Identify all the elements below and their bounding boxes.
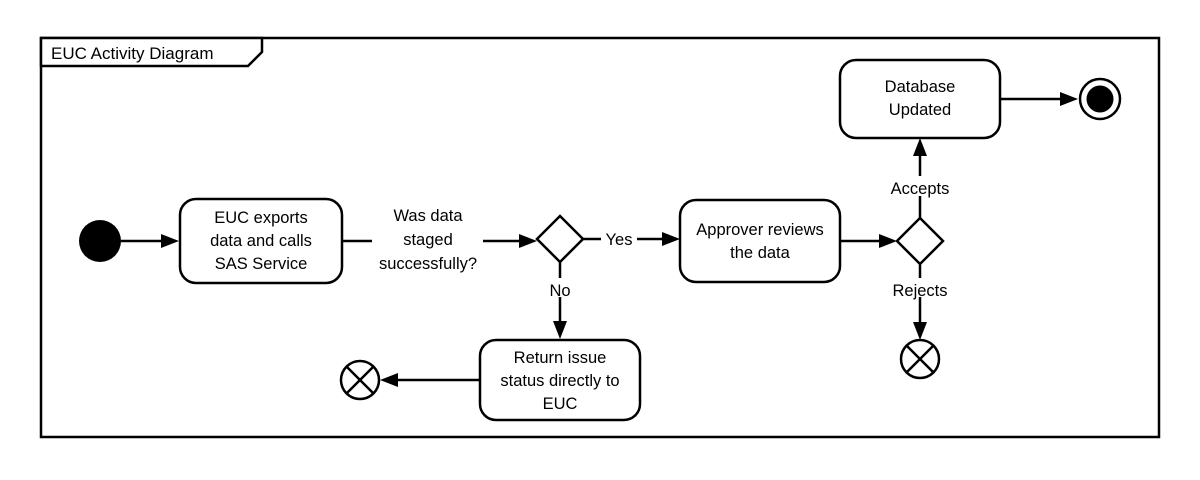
edge-label-yes: Yes — [606, 231, 633, 249]
decision-data-staged[interactable] — [535, 214, 585, 264]
action-database-updated[interactable]: Database Updated — [838, 58, 1002, 140]
action-euc-exports-line1: EUC exports — [214, 209, 308, 227]
edge-rejects: Rejects — [892, 264, 948, 340]
flow-final-right-x-stroke-b — [905, 344, 935, 374]
action-approver-reviews-shape[interactable] — [678, 198, 842, 284]
edge-label-no: No — [549, 282, 570, 300]
initial-node[interactable] — [79, 220, 121, 262]
activity-final-node[interactable] — [1078, 77, 1122, 121]
flow-final-left-x-stroke-b — [345, 365, 375, 395]
action-euc-exports-line2: data and calls — [210, 232, 312, 250]
edge-staged-yes: Yes — [583, 231, 680, 249]
edge-start-to-export — [121, 234, 179, 248]
edge-return-issue-to-flow-final — [380, 373, 480, 387]
action-euc-exports-line3: SAS Service — [215, 255, 308, 273]
action-approver-reviews-line1: Approver reviews — [696, 221, 823, 239]
frame-title-label: EUC Activity Diagram — [51, 44, 213, 63]
action-database-updated-shape[interactable] — [838, 58, 1002, 140]
action-database-updated-line2: Updated — [889, 101, 951, 119]
edge-export-to-staged-decision — [342, 234, 537, 248]
edge-label-was-data-staged-line1: Was data — [393, 207, 463, 225]
edge-approver-to-decision — [840, 234, 897, 248]
action-euc-exports[interactable]: EUC exports data and calls SAS Service — [178, 197, 344, 285]
action-return-issue-line3: EUC — [543, 395, 578, 413]
edge-label-was-data-staged-line2: staged — [403, 231, 453, 249]
flow-final-node-left[interactable] — [339, 359, 381, 401]
edge-accepts: Accepts — [891, 138, 950, 218]
flow-final-node-right[interactable] — [899, 338, 941, 380]
diagram-frame — [39, 36, 1161, 439]
action-database-updated-line1: Database — [885, 78, 956, 96]
edge-staged-no: No — [549, 262, 571, 339]
edge-label-was-data-staged: Was data staged successfully? — [379, 207, 477, 273]
action-approver-reviews[interactable]: Approver reviews the data — [678, 198, 842, 284]
edge-database-to-final — [1000, 92, 1078, 106]
action-return-issue-line1: Return issue — [514, 349, 607, 367]
action-return-issue[interactable]: Return issue status directly to EUC — [478, 338, 642, 422]
edge-label-accepts: Accepts — [891, 180, 950, 198]
activity-final-inner-disc — [1086, 85, 1114, 113]
frame-title-tab — [39, 36, 264, 68]
action-approver-reviews-line2: the data — [730, 244, 790, 262]
edge-label-rejects: Rejects — [892, 282, 947, 300]
decision-approval-outcome[interactable] — [895, 216, 945, 266]
edge-label-was-data-staged-line3: successfully? — [379, 255, 477, 273]
action-return-issue-line2: status directly to — [500, 372, 619, 390]
